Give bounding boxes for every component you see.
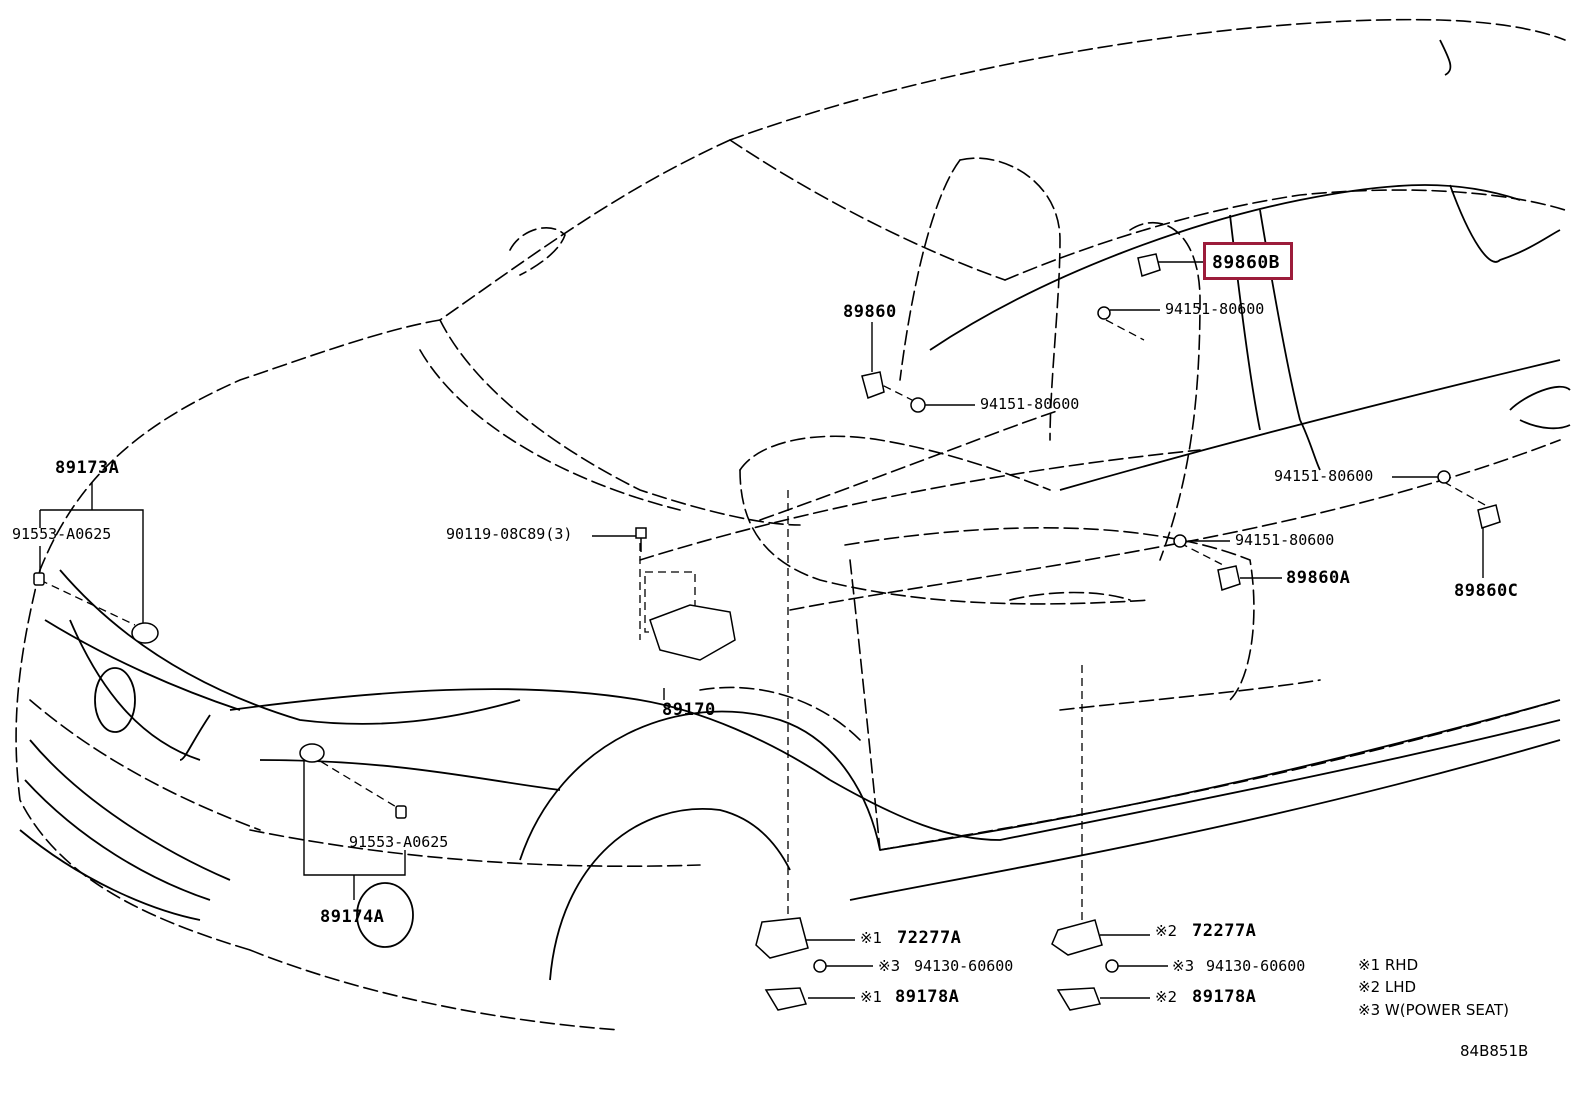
note-mark-3: ※3	[1172, 957, 1195, 975]
vehicle-body-phantom	[15, 18, 1566, 1031]
label-72277A-rhd[interactable]: 72277A	[897, 928, 962, 948]
label-89178A-lhd[interactable]: 89178A	[1192, 987, 1257, 1007]
label-94151-80600-b[interactable]: 94151-80600	[1165, 300, 1265, 318]
label-94151-80600-a[interactable]: 94151-80600	[980, 395, 1080, 413]
label-89860A[interactable]: 89860A	[1286, 568, 1351, 588]
label-89860[interactable]: 89860	[843, 302, 897, 322]
label-94130-60600-lhd[interactable]: 94130-60600	[1206, 957, 1306, 975]
sensor-89860b-icon	[1137, 253, 1161, 277]
note-mark-1: ※1	[860, 929, 883, 947]
highlighted-part-box[interactable]: 89860B	[1203, 242, 1293, 280]
sensor-89860c-icon	[1477, 504, 1501, 529]
part-glyphs	[33, 253, 1501, 1011]
sensor-89860-icon	[861, 371, 885, 399]
bracket-72277a-icon	[755, 917, 809, 959]
sensor-89173a-icon	[131, 622, 159, 644]
label-91553-A0625-front[interactable]: 91553-A0625	[12, 525, 112, 543]
label-94151-80600-c[interactable]: 94151-80600	[1274, 467, 1374, 485]
bolt-91553-icon	[33, 572, 45, 586]
nut-94151-icon	[910, 397, 926, 413]
label-89174A[interactable]: 89174A	[320, 907, 385, 927]
label-72277A-lhd[interactable]: 72277A	[1192, 921, 1257, 941]
label-89170[interactable]: 89170	[662, 700, 716, 720]
dashed-leaders	[39, 319, 1486, 920]
nut-94151-icon	[1173, 534, 1187, 548]
label-89173A[interactable]: 89173A	[55, 458, 120, 478]
sensor-89178a-icon	[764, 987, 808, 1011]
label-89860C[interactable]: 89860C	[1454, 581, 1519, 601]
legend-lhd: ※2 LHD	[1358, 978, 1417, 996]
airbag-ecu-89170-icon	[649, 604, 736, 661]
label-94130-60600-rhd[interactable]: 94130-60600	[914, 957, 1014, 975]
label-89860B[interactable]: 89860B	[1212, 252, 1281, 273]
legend-power-seat: ※3 W(POWER SEAT)	[1358, 1001, 1510, 1019]
note-mark-2: ※2	[1155, 922, 1178, 940]
label-94151-80600-d[interactable]: 94151-80600	[1235, 531, 1335, 549]
nut-94130-icon	[1105, 959, 1119, 973]
sensor-89174a-icon	[299, 743, 325, 763]
sensor-89860a-icon	[1217, 565, 1241, 591]
bolt-90119-icon	[635, 527, 647, 539]
bolt-91553-icon	[395, 805, 407, 819]
nut-94130-icon	[813, 959, 827, 973]
sensor-89178a-icon	[1056, 987, 1102, 1011]
bracket-72277a-icon	[1051, 919, 1103, 956]
nut-94151-icon	[1097, 306, 1111, 320]
label-89178A-rhd[interactable]: 89178A	[895, 987, 960, 1007]
label-91553-A0625-lower[interactable]: 91553-A0625	[349, 833, 449, 851]
legend-rhd: ※1 RHD	[1358, 956, 1419, 974]
leader-lines	[39, 261, 1484, 999]
nut-94151-icon	[1437, 470, 1451, 484]
note-mark-2: ※2	[1155, 988, 1178, 1006]
note-mark-1: ※1	[860, 988, 883, 1006]
note-mark-3: ※3	[878, 957, 901, 975]
label-90119-08C89[interactable]: 90119-08C89(3)	[446, 525, 573, 543]
vehicle-body-solid	[19, 39, 1571, 981]
diagram-code: 84B851B	[1460, 1042, 1529, 1060]
